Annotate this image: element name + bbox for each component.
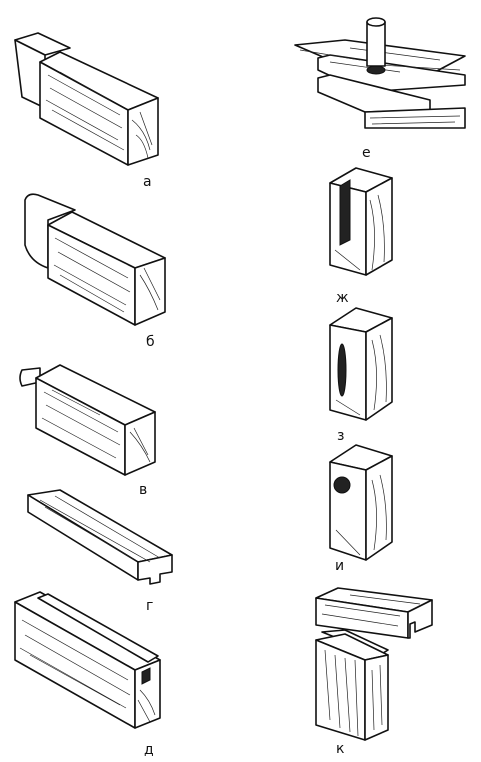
label-e: е	[362, 145, 371, 161]
joint-e: е	[294, 17, 466, 161]
label-k: к	[336, 741, 344, 757]
joint-i: и	[329, 444, 393, 574]
label-g: г	[146, 598, 153, 614]
joint-d: д	[14, 591, 161, 758]
joint-zh: ж	[329, 167, 393, 306]
label-a: а	[143, 174, 152, 190]
joint-g: г	[27, 489, 173, 614]
label-d: д	[144, 742, 154, 758]
joint-z: з	[329, 307, 393, 444]
joint-a: а	[14, 32, 159, 190]
label-i: и	[335, 558, 344, 574]
joint-k: к	[315, 587, 433, 757]
joint-v: в	[19, 364, 156, 498]
label-v: в	[139, 482, 147, 498]
label-zh: ж	[336, 290, 349, 306]
label-b: б	[146, 334, 155, 350]
joint-b: б	[24, 193, 166, 350]
label-z: з	[337, 428, 344, 444]
